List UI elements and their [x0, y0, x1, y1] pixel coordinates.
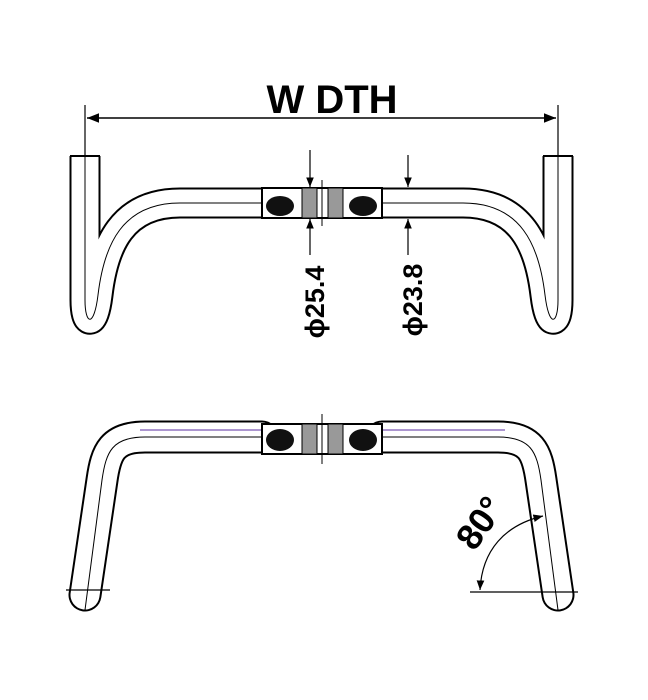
front-view: 80°: [66, 414, 578, 612]
angle-label: 80°: [447, 489, 512, 557]
clamp-diameter-label: ϕ25.4: [300, 266, 330, 339]
width-dimension: W DTH: [84, 78, 559, 160]
bar-diameter-label: ϕ23.8: [398, 264, 428, 337]
logo-icon: [349, 429, 377, 451]
stem-clamp-section-top: [261, 180, 383, 226]
width-label: W DTH: [266, 78, 397, 122]
logo-icon: [266, 429, 294, 451]
logo-icon: [266, 196, 294, 216]
top-view: ϕ25.4 ϕ23.8: [69, 150, 574, 339]
stem-clamp-section-front: [261, 414, 383, 464]
logo-icon: [349, 196, 377, 216]
